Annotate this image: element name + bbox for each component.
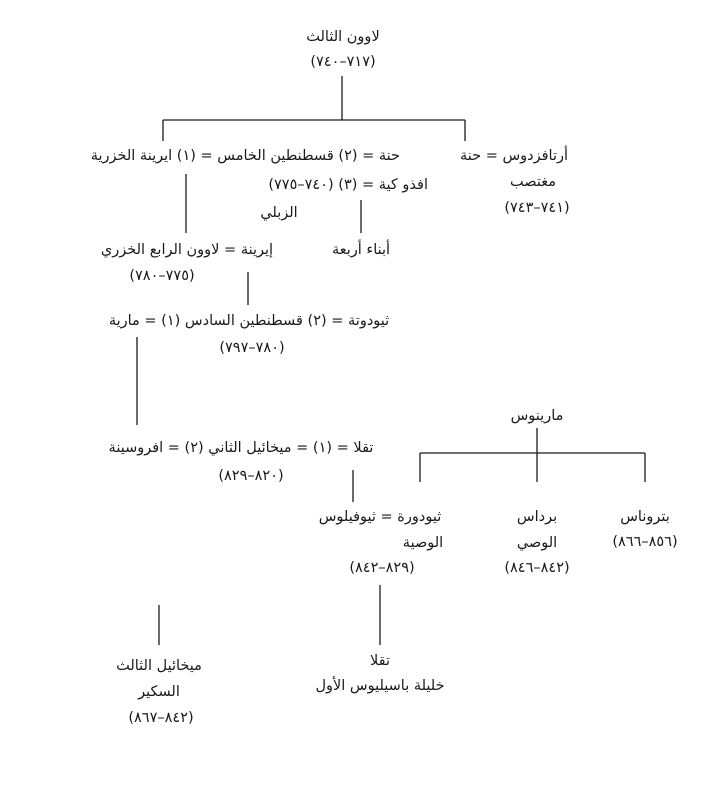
root-name: لاوون الثالث <box>306 29 380 45</box>
constantine6-name: ثيودوتة = (٢) قسطنطين السادس (١) = مارية <box>108 313 390 329</box>
theophilos-role: الوصية <box>402 535 444 551</box>
thekla-name: تقلا <box>369 653 391 669</box>
michael3-dates: (٨٤٢–٨٦٧) <box>128 710 194 726</box>
bardas-name: برداس <box>516 509 558 525</box>
thekla-note: خليلة باسيليوس الأول <box>315 678 445 694</box>
root-dates: (٧١٧–٧٤٠) <box>310 54 376 70</box>
artavasdos-role: مغتصب <box>510 174 556 190</box>
constantine5-epithet: الزبلي <box>260 205 298 221</box>
constantine6-dates: (٧٨٠–٧٩٧) <box>219 340 285 356</box>
theophilos-dates: (٨٢٩–٨٤٢) <box>349 560 415 576</box>
four-sons: أبناء أربعة <box>331 242 391 258</box>
michael3-epithet: السكير <box>138 684 180 700</box>
artavasdos-dates: (٧٤١–٧٤٣) <box>504 200 570 216</box>
marinos-name: مارينوس <box>510 408 564 424</box>
bardas-role: الوصي <box>516 535 558 551</box>
leo4-name: إيرينة = لاوون الرابع الخزري <box>100 242 274 258</box>
petronas-dates: (٨٥٦–٨٦٦) <box>612 534 678 550</box>
michael2-name: تقلا = (١) = ميخائيل الثاني (٢) = افروسي… <box>108 440 374 456</box>
petronas-name: بتروناس <box>620 509 670 525</box>
michael2-dates: (٨٢٠–٨٢٩) <box>218 468 284 484</box>
leo4-dates: (٧٧٥–٧٨٠) <box>129 268 195 284</box>
constantine5-dates-line: افذو كية = (٣) (٧٤٠–٧٧٥) <box>268 177 428 193</box>
constantine5-line: حنة = (٢) قسطنطين الخامس = (١) ايرينة ال… <box>90 148 400 164</box>
michael3-name: ميخائيل الثالث <box>116 658 202 674</box>
artavasdos-name: أرتافزدوس = حنة <box>459 148 569 164</box>
theophilos-name: ثيودورة = ثيوفيلوس <box>318 509 442 525</box>
bardas-dates: (٨٤٢–٨٤٦) <box>504 560 570 576</box>
